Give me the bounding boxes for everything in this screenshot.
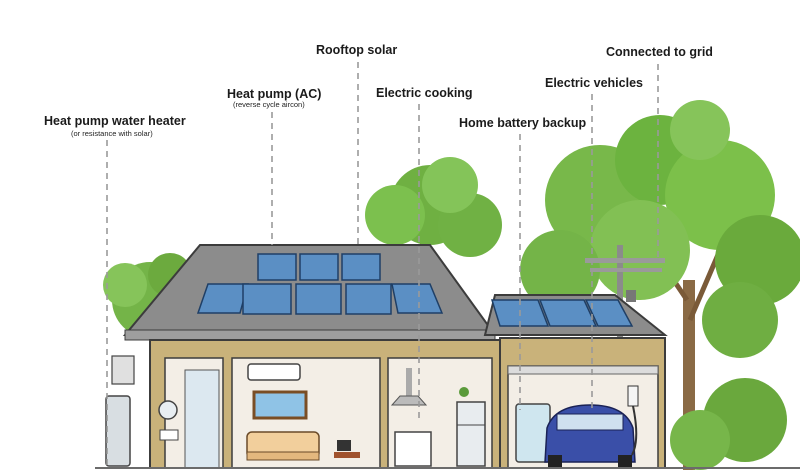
tree-icon — [365, 157, 502, 290]
electric-cooking-label: Electric cooking — [376, 86, 473, 100]
aircon-unit-icon — [247, 363, 301, 381]
grid-label: Connected to grid — [606, 45, 713, 59]
fridge-icon — [456, 401, 486, 467]
solar-panel-icon — [196, 253, 444, 315]
rooftop-solar-label: Rooftop solar — [316, 43, 398, 57]
solar-panel-icon — [490, 299, 634, 327]
range-hood-icon — [390, 368, 428, 406]
stove — [394, 431, 432, 467]
electric-vehicles-label: Electric vehicles — [545, 76, 643, 90]
water-heater-label: Heat pump water heater — [44, 114, 186, 128]
plant — [459, 387, 469, 397]
bathroom — [158, 369, 220, 469]
sofa-icon — [246, 431, 320, 461]
water-heater-note: (or resistance with solar) — [71, 129, 153, 138]
ev-charger-icon — [627, 385, 639, 456]
water-heater-icon — [105, 395, 131, 467]
aircon-condenser — [111, 355, 135, 385]
heat-pump-ac-label: Heat pump (AC) — [227, 87, 322, 101]
wall-painting — [252, 390, 308, 420]
side-table — [334, 440, 360, 458]
car-icon — [544, 404, 636, 467]
home-battery-label: Home battery backup — [459, 116, 587, 130]
heat-pump-ac-note: (reverse cycle aircon) — [233, 100, 305, 109]
tree-icon — [520, 100, 800, 470]
